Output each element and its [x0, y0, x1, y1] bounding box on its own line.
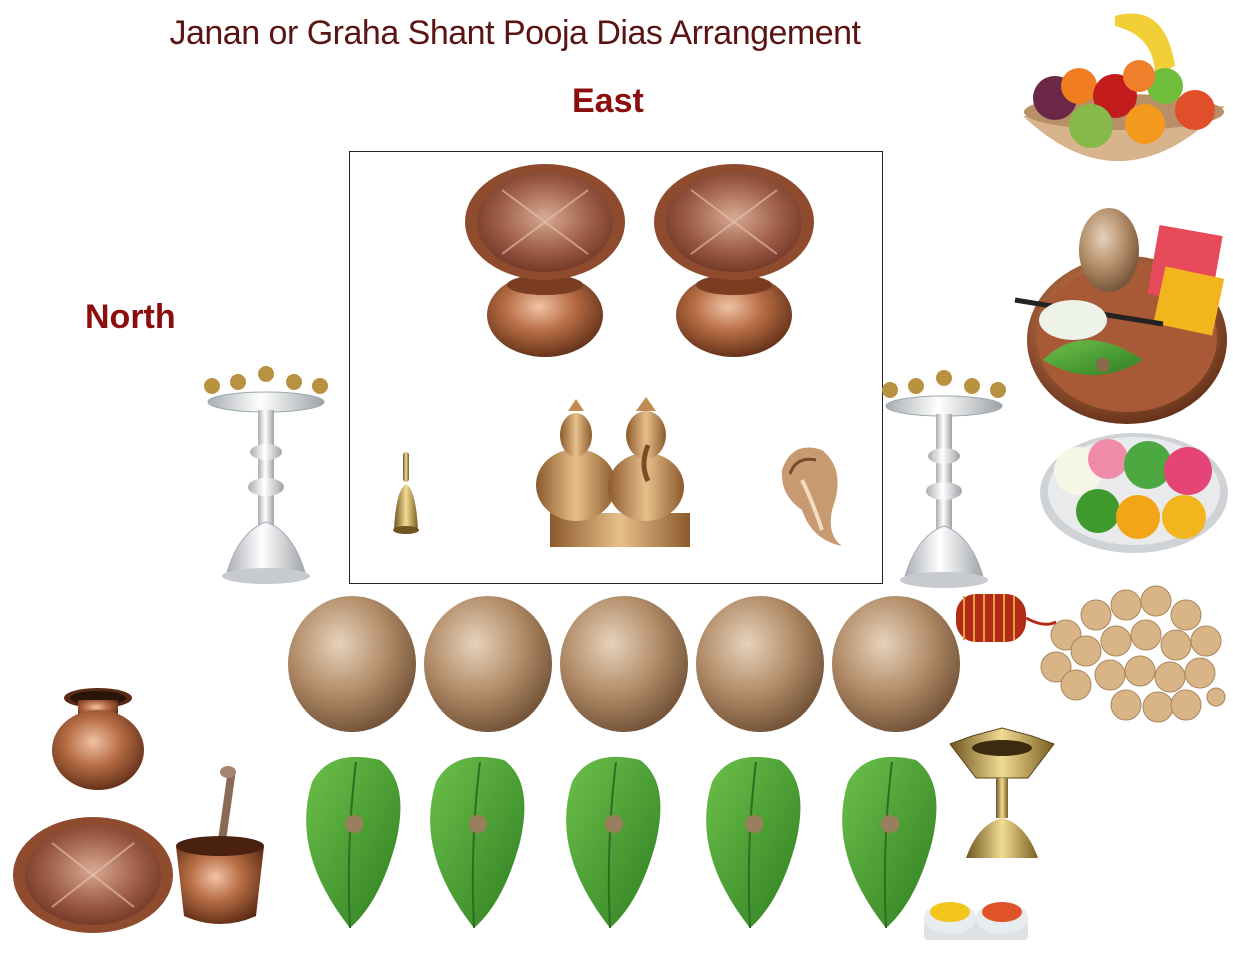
coconut-icon: [557, 594, 691, 734]
betel-leaf-icon: [424, 752, 528, 932]
bell-icon: [386, 450, 426, 536]
copper-plate-on-kalash-icon: [462, 160, 628, 360]
fruit-bowl-icon: [1015, 6, 1233, 198]
betel-nut-pile-icon: [1036, 575, 1226, 735]
lakshmi-ganesha-idol-icon: [528, 395, 696, 551]
puja-samagri-plate-icon: [1013, 200, 1233, 430]
flower-plate-icon: [1038, 425, 1230, 557]
coconut-icon: [421, 594, 555, 734]
coconut-icon: [693, 594, 827, 734]
coconut-icon: [285, 594, 419, 734]
silver-oil-lamp-icon: [876, 366, 1012, 592]
page-title: Janan or Graha Shant Pooja Dias Arrangem…: [0, 14, 1030, 53]
betel-leaf-icon: [560, 752, 664, 932]
betel-leaf-icon: [300, 752, 404, 932]
copper-cup-with-spoon-icon: [170, 766, 270, 938]
haldi-kumkum-bowls-icon: [920, 890, 1032, 946]
silver-oil-lamp-icon: [198, 362, 334, 588]
conch-shell-icon: [772, 440, 852, 550]
copper-lota-icon: [48, 680, 148, 792]
copper-plate-icon: [12, 815, 174, 937]
betel-leaf-icon: [700, 752, 804, 932]
copper-plate-on-kalash-icon: [651, 160, 817, 360]
direction-label-east: East: [572, 82, 644, 121]
brass-diya-icon: [948, 724, 1056, 866]
direction-label-north: North: [85, 298, 176, 337]
coconut-icon: [829, 594, 963, 734]
